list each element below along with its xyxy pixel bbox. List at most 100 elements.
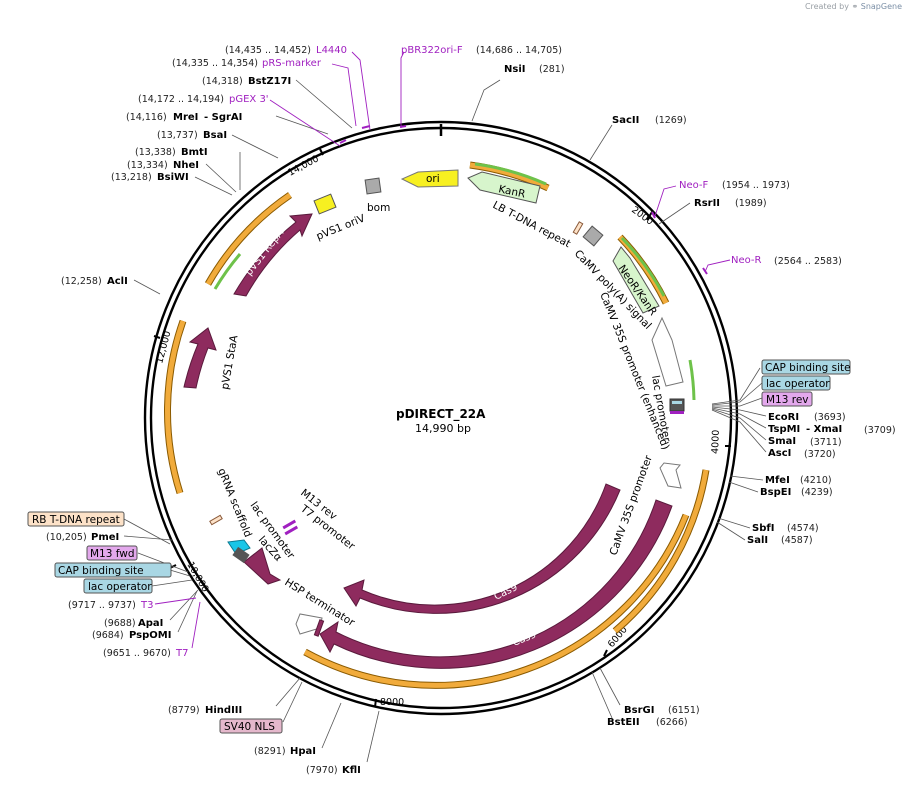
cap-binding-left-label: CAP binding site: [58, 565, 144, 577]
primer-prs-range: (14,335 .. 14,354): [172, 58, 258, 69]
enzyme-tspmi-xmai: - XmaI: [806, 424, 842, 435]
leader-sbfi: [717, 517, 751, 529]
leader-smai: [711, 408, 767, 441]
enzyme-smai-pos: (3711): [810, 437, 842, 448]
leader-m13rev-right: [712, 397, 763, 407]
enzyme-sali-pos: (4587): [781, 535, 813, 546]
tick-8000: [374, 698, 377, 708]
primer-l4440-range: (14,435 .. 14,452): [225, 45, 311, 56]
primer-leader-prs: [331, 63, 357, 127]
leader-hpai: [321, 702, 342, 749]
enzyme-hindiii-pos: (8779): [168, 705, 200, 716]
primer-labels: (14,435 .. 14,452) L4440 (14,335 .. 14,3…: [68, 45, 842, 659]
tick-14000: [319, 148, 324, 156]
primer-neor: Neo-R: [731, 255, 762, 266]
lac-operator-right-label: lac operator: [766, 378, 830, 390]
orange-arc-left-fill: [165, 320, 186, 494]
tick-label-10000: 10,000: [184, 560, 210, 594]
enzyme-tspmi: TspMI: [768, 424, 800, 435]
lac-operator-left-box: [83, 578, 153, 594]
m13-fwd-label: M13 fwd: [90, 548, 135, 560]
primer-neof: Neo-F: [679, 180, 709, 191]
enzyme-apai-pos: (9688): [104, 618, 136, 629]
primer-leader-pbr: [400, 51, 405, 128]
camv-polya-box: [582, 225, 604, 247]
primer-arrow-prs: [339, 139, 347, 144]
tick-2000: [646, 211, 653, 221]
orange-feature-arcs: [164, 161, 710, 689]
enzyme-bstz17i-pos: (14,318): [202, 76, 243, 87]
green-arc-kanr: [474, 162, 547, 186]
leader-bsiwi: [194, 176, 233, 196]
leader-apai: [169, 589, 199, 621]
enzyme-bsai-pos: (13,737): [157, 130, 198, 141]
primer-leader-lines: [154, 51, 731, 649]
watermark-brand: SnapGene: [860, 2, 902, 11]
leader-tspmi: [711, 407, 767, 429]
enzyme-sbfi: SbfI: [752, 523, 774, 534]
camv-35s-enhanced-arrow: [651, 316, 684, 387]
bom-box: [364, 177, 382, 195]
leader-sv40: [282, 681, 303, 723]
enzyme-bspei: BspEI: [760, 487, 791, 498]
enzyme-mrei: MreI: [173, 112, 198, 123]
primer-arrow-l4440: [361, 125, 371, 129]
enzyme-ecori-pos: (3693): [814, 412, 846, 423]
enzyme-bsai: BsaI: [203, 130, 227, 141]
enzyme-bsiwi-pos: (13,218): [111, 172, 152, 183]
enzyme-acli: AclI: [107, 276, 128, 287]
kanr-arrow: [467, 171, 541, 204]
enzyme-rsrii-pos: (1989): [735, 198, 767, 209]
leader-mfei: [729, 475, 764, 481]
lacza-arrow: [243, 547, 282, 585]
leader-lacop-left: [151, 579, 193, 587]
watermark-prefix: Created by: [804, 2, 849, 11]
rb-tdna-label: RB T-DNA repeat: [32, 514, 120, 526]
tick-6000: [603, 649, 608, 657]
leader-bstz17i: [295, 79, 353, 129]
pvs1-oriv-box: [313, 193, 337, 215]
orange-arc-kanr-fill: [469, 162, 550, 191]
enzyme-ecori: EcoRI: [768, 412, 799, 423]
enzyme-bsteii: BstEII: [607, 717, 640, 728]
lb-tdna-mark: [572, 221, 584, 235]
enzyme-bsrgi-pos: (6151): [668, 705, 700, 716]
boxed-labels: CAP binding site lac operator M13 rev RB…: [27, 359, 851, 734]
m13-rev-right-label: M13 rev: [766, 394, 809, 406]
enzyme-hpai-pos: (8291): [254, 746, 286, 757]
tick-label-4000: 4000: [710, 430, 722, 455]
plasmid-name: pDIRECT_22A: [396, 407, 486, 422]
enzyme-nsii: NsiI: [504, 64, 525, 75]
ori-label: ori: [426, 173, 440, 185]
enzyme-mrei-pos: (14,116): [126, 112, 167, 123]
leader-bsai: [231, 134, 279, 159]
leader-bsteii: [591, 671, 613, 719]
leader-nsii: [471, 79, 501, 122]
green-feature-arcs: [213, 162, 696, 401]
leader-rsrii: [658, 202, 691, 225]
primer-t3-range: (9717 .. 9737): [68, 600, 136, 611]
leader-lacop-right: [711, 382, 763, 406]
enzyme-mrei-sgrai: - SgrAI: [204, 112, 242, 123]
pvs1-repa-label: pVS1 RepA: [244, 228, 287, 278]
leader-sacii: [589, 124, 613, 161]
green-arc-neo: [620, 236, 666, 297]
cap-binding-left-box: [54, 562, 172, 578]
tick-12000: [153, 335, 161, 339]
leader-rbtdna: [123, 518, 171, 545]
m13-fwd-box: [86, 545, 138, 561]
leader-acli: [133, 279, 161, 295]
leader-cap-left: [169, 569, 191, 577]
snapgene-watermark: Created by ⚭ SnapGene: [805, 2, 902, 11]
cap-binding-right-box: [761, 359, 851, 375]
enzyme-nsii-pos: (281): [539, 64, 565, 75]
enzyme-pmei-pos: (10,205): [46, 532, 87, 543]
primer-l4440: L4440: [316, 45, 347, 56]
enzyme-bmti: BmtI: [181, 147, 208, 158]
m13-rev-right: [670, 411, 684, 414]
enzyme-apai: ApaI: [138, 618, 163, 629]
rb-tdna-mark: [209, 514, 223, 526]
primer-t3: T3: [140, 600, 153, 611]
primer-pgex-range: (14,172 .. 14,194): [138, 94, 224, 105]
enzyme-bmti-pos: (13,338): [135, 147, 176, 158]
